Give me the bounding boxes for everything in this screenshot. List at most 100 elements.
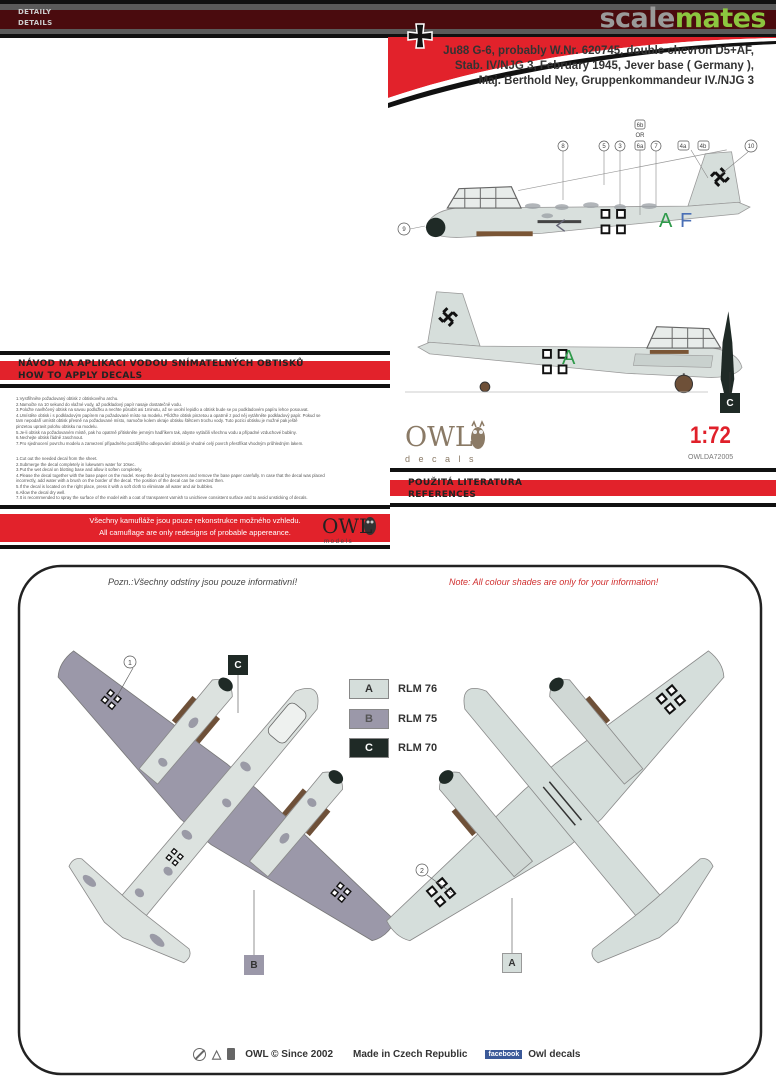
- references-band: [390, 468, 776, 507]
- title-line-3: Maj. Berthold Ney, Gruppenkommandeur IV.…: [478, 75, 754, 87]
- plan-tag-a: A: [502, 953, 522, 973]
- owl-models-sub: m o d e l s: [324, 539, 352, 545]
- legend-row-b: B RLM 75: [349, 709, 437, 729]
- step-cz: 1.Vystřihněte požadovaný obtisk z obtisk…: [16, 396, 119, 401]
- iron-cross-icon: [407, 23, 433, 49]
- callout-4b: 4b: [697, 140, 710, 151]
- step-en: 7.It is recommended to spray the surface…: [16, 495, 308, 501]
- swatch-a: A: [349, 679, 389, 699]
- title-line-2: Stab. IV/NJG 3, February 1945, Jever bas…: [454, 60, 754, 72]
- owl-decals-sub: d e c a l s: [405, 454, 477, 464]
- plan-tag-c: C: [228, 655, 248, 675]
- balkenkreuz-icon: [600, 209, 626, 235]
- lower-plan-view: [386, 650, 725, 964]
- callout-6b: 6b: [634, 119, 646, 130]
- hakenkreuz-icon: [709, 167, 730, 187]
- svg-text:4b: 4b: [700, 144, 707, 150]
- instructions-heading-cz: NÁVOD NA APLIKACI VODOU SNÍMATELNÝCH OBT…: [18, 359, 304, 369]
- details-cz: DETAILY: [18, 8, 52, 16]
- disclaimer-en: All camuflage are only redesigns of prob…: [99, 528, 291, 537]
- side-profile-1: [425, 149, 751, 238]
- camouflage-disclaimer: Všechny kamufláže jsou pouze rekonstrukc…: [70, 515, 320, 539]
- details-en: DETAILS: [18, 19, 53, 27]
- note-en: Note: All colour shades are only for you…: [449, 577, 659, 587]
- callout-1: 1: [123, 655, 137, 669]
- instructions-cz: 1.Vystřihněte požadovaný obtisk z obtisk…: [16, 396, 376, 446]
- made-in-text: Made in Czech Republic: [353, 1048, 468, 1060]
- instructions-band: [0, 351, 390, 549]
- profile-color-tag-c: C: [720, 393, 740, 413]
- aircraft-title: Ju88 G-6, probably W.Nr. 620745, double …: [443, 44, 754, 89]
- callout-6a: 6a: [634, 140, 646, 151]
- callout-4a: 4a: [677, 140, 690, 151]
- scalemates-watermark: scalemates: [599, 3, 766, 34]
- svg-text:6a: 6a: [637, 144, 644, 150]
- hakenkreuz-icon: [438, 307, 459, 327]
- product-code: OWLDA72005: [688, 454, 734, 461]
- owl-decals-logo: OWL d e c a l s: [405, 422, 477, 465]
- instructions-heading: NÁVOD NA APLIKACI VODOU SNÍMATELNÝCH OBT…: [18, 358, 304, 382]
- step-en: 1.Cut out the needed decal from the shee…: [16, 456, 98, 461]
- legend-label-b: RLM 75: [398, 713, 438, 725]
- no-children-icon: [193, 1047, 206, 1061]
- recycle-icon: △: [212, 1047, 222, 1061]
- fuselage-code-f: F: [680, 210, 692, 232]
- watermark-scale: scale: [599, 3, 675, 34]
- top-header-band: DETAILY DETAILS scalemates: [0, 0, 776, 38]
- step-en: incorrectly, add water with a brush on t…: [16, 478, 225, 484]
- upper-plan-view: [57, 650, 396, 964]
- balkenkreuz-icon: [542, 349, 568, 375]
- plan-tag-b: B: [244, 955, 264, 975]
- callout-7: 7: [650, 140, 662, 152]
- disclaimer-cz: Všechny kamufláže jsou pouze rekonstrukc…: [89, 516, 301, 525]
- owl-icon: [471, 420, 485, 449]
- callout-3: 3: [614, 140, 626, 152]
- facebook-name: Owl decals: [528, 1048, 581, 1060]
- legend-label-a: RLM 76: [398, 683, 438, 695]
- svg-text:9: 9: [402, 227, 406, 233]
- references-heading: POUŽITÁ LITERATURA REFERENCES: [408, 477, 522, 501]
- svg-text:7: 7: [654, 144, 658, 150]
- side-profile-2: [417, 291, 743, 413]
- svg-text:4a: 4a: [680, 144, 687, 150]
- step-en: 6.Allow the decal dry well.: [16, 489, 66, 495]
- svg-text:8: 8: [561, 144, 565, 150]
- copyright-text: OWL © Since 2002: [245, 1048, 334, 1060]
- red-swoosh: [388, 35, 776, 108]
- step-en: 2.Submerge the decal completely in lukew…: [16, 461, 136, 467]
- facebook-badge[interactable]: facebook: [485, 1049, 523, 1059]
- step-cz: 3.Položte navlhčený obtisk na savou podl…: [16, 407, 309, 413]
- step-en: 5.If the decal is located on the right p…: [16, 483, 214, 489]
- title-line-1: Ju88 G-6, probably W.Nr. 620745, double …: [443, 45, 754, 57]
- callout-2: 2: [415, 863, 429, 877]
- step-cz: 6.Nechejte obtisk řádně zaschnout.: [16, 435, 84, 441]
- plan-view-panel: [17, 564, 763, 1076]
- callout-10: 10: [744, 139, 758, 153]
- svg-text:1: 1: [128, 660, 132, 667]
- svg-text:10: 10: [748, 144, 755, 150]
- step-en: 4.Please the decal together with the bas…: [16, 472, 325, 478]
- callout-or: OR: [636, 133, 646, 139]
- step-en: 3.Put the wet decal on blotting base and…: [16, 467, 143, 473]
- owl-decals-wordmark: OWL: [405, 422, 473, 453]
- legend-label-c: RLM 70: [398, 742, 438, 754]
- fuselage-code-a-2: A: [562, 347, 576, 369]
- owl-models-logo: OWL m o d e l s: [322, 514, 372, 546]
- references-heading-cz: POUŽITÁ LITERATURA: [408, 478, 523, 488]
- swatch-c: C: [349, 738, 389, 758]
- owl-models-icon: [364, 517, 376, 535]
- references-heading-en: REFERENCES: [408, 490, 477, 500]
- legend-row-c: C RLM 70: [349, 738, 437, 758]
- owl-models-wordmark: OWL: [322, 514, 373, 538]
- instructions-en: 1.Cut out the needed decal from the shee…: [16, 456, 376, 501]
- callout-5: 5: [598, 140, 610, 152]
- callout-8: 8: [557, 140, 569, 152]
- swatch-b: B: [349, 709, 389, 729]
- footer: △ OWL © Since 2002 Made in Czech Republi…: [193, 1047, 580, 1061]
- step-cz: 4.Umístěte obtisk i s podkladovým papíre…: [16, 412, 321, 418]
- callout-9: 9: [397, 222, 411, 236]
- watermark-mates: mates: [674, 3, 767, 34]
- details-label: DETAILY DETAILS: [18, 7, 52, 29]
- instructions-heading-en: HOW TO APPLY DECALS: [18, 371, 143, 381]
